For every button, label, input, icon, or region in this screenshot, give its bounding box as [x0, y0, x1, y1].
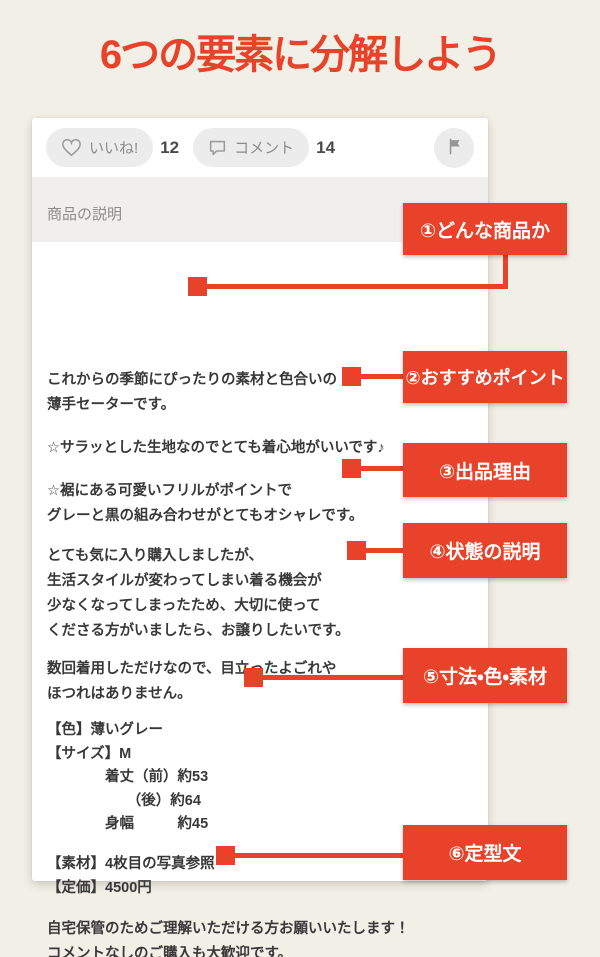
- like-button-label: いいね!: [89, 140, 139, 157]
- annotation-label-4: ④状態の説明: [403, 523, 567, 578]
- annotation-line-5: [254, 675, 403, 680]
- listing-actions-bar: いいね! 12 コメント 14: [32, 118, 488, 177]
- description-paragraph-template: 自宅保管のためご理解いただける方お願いいたします！ コメントなしのご購入も大歓迎…: [47, 921, 410, 957]
- flag-button[interactable]: [434, 127, 474, 168]
- annotation-marker-3: [342, 459, 361, 478]
- description-paragraph-fabric: ☆サラッとした生地なのでとても着心地がいいです♪: [47, 440, 385, 456]
- annotation-line-3: [352, 466, 403, 471]
- annotation-marker-5: [244, 668, 263, 687]
- like-button[interactable]: いいね!: [46, 128, 154, 167]
- description-paragraph-what: これからの季節にぴったりの素材と色合いの 薄手セーターです。: [47, 372, 337, 413]
- annotation-line-2: [352, 374, 403, 379]
- annotation-label-3: ③出品理由: [403, 443, 567, 497]
- annotation-label-1: ①どんな商品か: [403, 203, 567, 255]
- description-paragraph-recommend: ☆裾にある可愛いフリルがポイントで グレーと黒の組み合わせがとてもオシャレです。: [47, 483, 364, 524]
- annotation-marker-2: [342, 367, 361, 386]
- comment-icon: [208, 139, 227, 157]
- annotation-line-1-vertical: [503, 255, 508, 289]
- section-title: 商品の説明: [47, 206, 123, 223]
- comment-button-label: コメント: [234, 140, 295, 157]
- heart-icon: [61, 138, 82, 157]
- flag-icon: [445, 137, 464, 159]
- like-count: 12: [160, 137, 180, 157]
- product-description: これからの季節にぴったりの素材と色合いの 薄手セーターです。 ☆サラッとした生地…: [32, 242, 488, 957]
- description-paragraph-reason: とても気に入り購入しましたが、 生活スタイルが変わってしまい着る機会が 少なくな…: [47, 548, 350, 639]
- annotation-label-2: ②おすすめポイント: [403, 351, 567, 403]
- description-paragraph-material-price: 【素材】4枚目の写真参照 【定価】4500円: [47, 856, 215, 896]
- description-paragraph-condition: 数回着用しただけなので、目立ったよごれや ほつれはありません。: [47, 661, 337, 702]
- annotation-line-4: [357, 548, 403, 553]
- annotation-line-1: [198, 284, 508, 289]
- description-paragraph-size: 【色】薄いグレー 【サイズ】M 着丈（前）約53 （後）約64 身幅 約45: [47, 722, 209, 832]
- comment-button[interactable]: コメント: [193, 128, 310, 167]
- annotation-label-5: ⑤寸法・色・素材: [403, 648, 567, 703]
- annotation-line-6: [226, 853, 403, 858]
- annotation-label-6: ⑥定型文: [403, 825, 567, 880]
- annotation-marker-4: [347, 541, 366, 560]
- annotation-marker-6: [216, 846, 235, 865]
- annotation-marker-1: [188, 277, 207, 296]
- page-title: 6つの要素に分解しよう: [99, 33, 502, 77]
- comment-count: 14: [316, 137, 336, 157]
